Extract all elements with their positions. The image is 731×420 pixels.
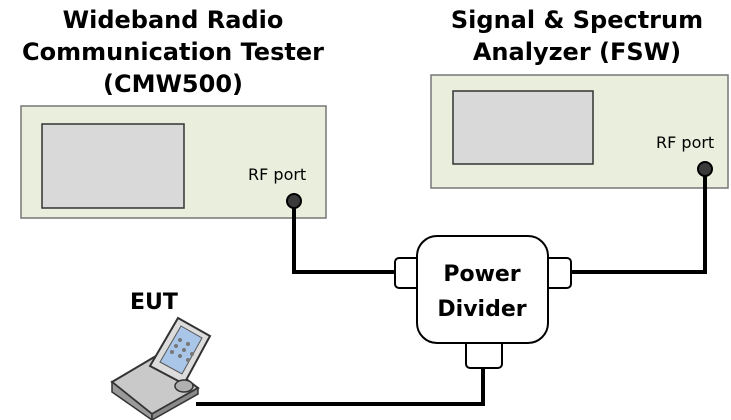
cmw500-title-line-3: (CMW500) — [103, 70, 243, 98]
fsw-rf-port-icon — [697, 161, 713, 177]
fsw-port-label: RF port — [656, 133, 714, 152]
divider-label-line-2: Divider — [437, 297, 526, 322]
fsw-title-line-1: Signal & Spectrum — [451, 6, 703, 34]
cmw500-title-line-2: Communication Tester — [22, 38, 324, 66]
cmw500-instrument: Wideband Radio Communication Tester (CMW… — [20, 6, 327, 219]
divider-bottom-connector — [465, 339, 503, 369]
cmw500-screen — [41, 123, 185, 209]
divider-label-line-1: Power — [443, 262, 520, 287]
cable-divider-to-eut — [196, 368, 485, 406]
cable-cmw500-to-divider — [292, 208, 395, 274]
cmw500-rf-port-icon — [286, 193, 302, 209]
divider-body — [416, 235, 549, 344]
eut: EUT — [110, 290, 212, 420]
fsw-screen — [452, 90, 594, 165]
cable-divider-to-fsw — [570, 176, 707, 274]
fsw-title-line-2: Analyzer (FSW) — [473, 38, 681, 66]
power-divider: Power Divider — [394, 235, 572, 369]
cmw500-port-label: RF port — [248, 165, 306, 184]
fsw-instrument: Signal & Spectrum Analyzer (FSW) RF port — [430, 6, 729, 189]
mobile-phone-icon — [110, 316, 212, 420]
cables — [196, 176, 707, 406]
eut-label: EUT — [130, 290, 178, 315]
cmw500-title-line-1: Wideband Radio — [63, 6, 284, 34]
